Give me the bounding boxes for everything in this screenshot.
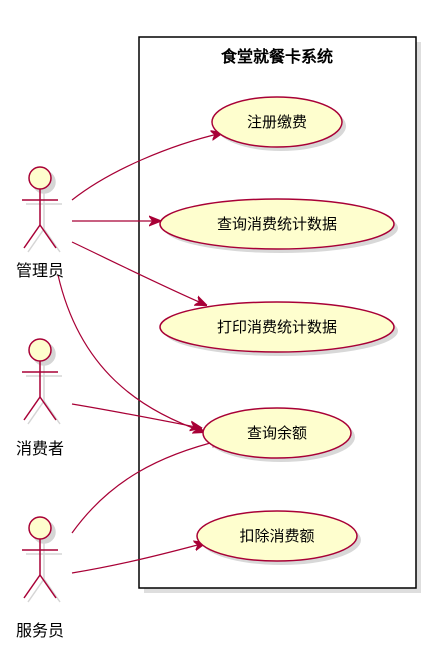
association-consumer-uc4 xyxy=(71,403,201,428)
actor-admin: 管理员 xyxy=(16,166,64,280)
stick-figure-icon xyxy=(22,338,58,421)
actor-attendant: 服务员 xyxy=(16,516,64,640)
use-case-label: 查询消费统计数据 xyxy=(217,215,337,233)
association-attendant-uc5 xyxy=(71,543,205,574)
system-title: 食堂就餐卡系统 xyxy=(220,47,333,66)
association-admin-uc1 xyxy=(71,133,222,201)
stick-figure-icon xyxy=(22,166,58,249)
actor-consumer: 消费者 xyxy=(16,338,64,458)
use-case-label: 打印消费统计数据 xyxy=(217,318,337,336)
use-case-uc3: 打印消费统计数据 xyxy=(159,301,398,356)
associations xyxy=(57,133,222,574)
actor-label: 管理员 xyxy=(16,261,64,280)
use-case-uc1: 注册缴费 xyxy=(211,96,346,151)
use-case-label: 注册缴费 xyxy=(247,113,307,131)
actor-label: 服务员 xyxy=(16,621,64,640)
use-case-uc4: 查询余额 xyxy=(202,407,355,462)
use-case-label: 扣除消费额 xyxy=(239,527,314,545)
association-attendant-uc4 xyxy=(71,440,222,534)
association-admin-uc3 xyxy=(71,241,206,305)
use-case-uc5: 扣除消费额 xyxy=(196,510,361,565)
actor-label: 消费者 xyxy=(16,439,64,458)
association-admin-uc4 xyxy=(57,274,204,432)
use-case-uc2: 查询消费统计数据 xyxy=(159,198,398,253)
stick-figure-icon xyxy=(22,516,58,599)
use-case-label: 查询余额 xyxy=(247,424,307,442)
